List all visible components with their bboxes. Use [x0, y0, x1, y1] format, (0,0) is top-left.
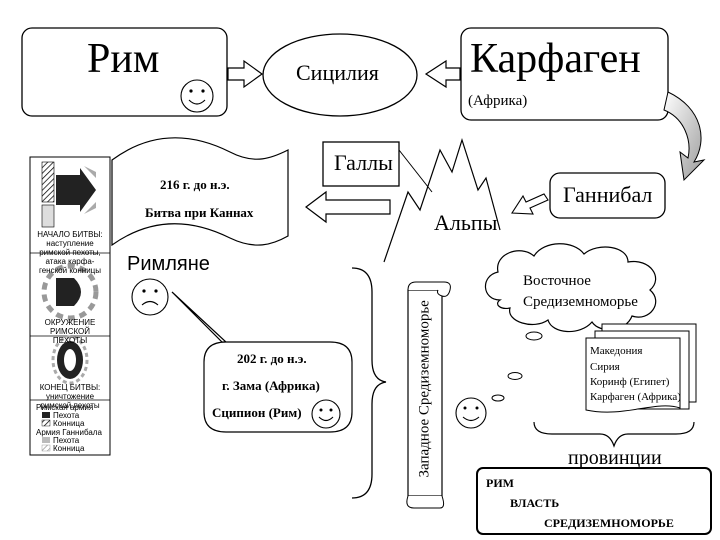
east-med-line1: Восточное	[523, 273, 591, 289]
sad-face-romans-icon	[131, 278, 169, 316]
rome-box	[21, 27, 228, 117]
battle-start-caption: НАЧАЛО БИТВЫ: наступление римской пехоты…	[37, 230, 103, 275]
east-cloud	[484, 243, 657, 333]
zama-place: г. Зама (Африка)	[222, 378, 320, 393]
gauls-box	[322, 141, 400, 187]
summary-box	[476, 467, 712, 535]
romans-label: Римляне	[127, 253, 210, 275]
cannae-year: 216 г. до н.э.	[160, 177, 230, 192]
smiley-rome-icon	[180, 79, 214, 113]
cloud-dot-3	[491, 394, 505, 402]
west-med-label: Западное Средиземноморье	[416, 300, 433, 478]
alps-mountains	[383, 138, 501, 263]
carthage-title: Карфаген	[470, 36, 641, 82]
hannibal-label: Ганнибал	[563, 182, 653, 207]
carthage-box	[460, 27, 669, 121]
legend-hannibal-cavalry: Конница	[53, 444, 85, 453]
summary-line3: СРЕДИЗЕМНОМОРЬЕ	[544, 516, 674, 530]
provinces-label: провинции	[568, 447, 662, 469]
province-item: Карфаген (Африка)	[590, 391, 681, 403]
province-page-front	[585, 337, 681, 413]
legend-roman-army: Римская армия	[36, 403, 94, 412]
arrow-carthage-to-sicily	[424, 59, 461, 89]
legend-hannibal-infantry: Пехота	[53, 436, 80, 445]
summary-line1: РИМ	[486, 476, 514, 490]
east-med-line2: Средиземноморье	[523, 294, 638, 310]
province-item: Сирия	[590, 361, 620, 373]
cannae-banner	[111, 137, 289, 247]
cannae-event: Битва при Каннах	[145, 205, 254, 220]
smiley-scipio-icon	[311, 399, 341, 429]
legend-roman-infantry: Пехота	[53, 411, 80, 420]
battle-panel	[29, 156, 111, 456]
west-scroll	[406, 281, 451, 509]
zama-commander: Сципион (Рим)	[212, 405, 302, 420]
rome-title: Рим	[87, 36, 160, 82]
sicily-label: Сицилия	[296, 60, 379, 85]
gauls-pointer	[398, 149, 433, 193]
summary-line2: ВЛАСТЬ	[510, 496, 560, 510]
smiley-west-icon	[455, 397, 487, 429]
hannibal-box	[549, 172, 666, 219]
legend-roman-cavalry: Конница	[53, 419, 85, 428]
curved-arrow-carthage-hannibal	[663, 91, 706, 182]
cloud-dot-1	[525, 331, 543, 341]
province-item: Македония	[590, 345, 643, 357]
cloud-dot-2	[507, 372, 523, 380]
arrow-hannibal-to-alps	[511, 193, 549, 215]
west-brace	[351, 267, 387, 499]
province-item: Коринф (Египет)	[590, 376, 670, 388]
gauls-label: Галлы	[334, 150, 393, 175]
carthage-subtitle: (Африка)	[468, 93, 528, 109]
arrow-rome-to-sicily	[227, 59, 264, 89]
zama-year: 202 г. до н.э.	[237, 351, 307, 366]
zama-bubble	[171, 291, 353, 433]
legend-hannibal-army: Армия Ганнибала	[36, 428, 102, 437]
battle-encircle-caption: ОКРУЖЕНИЕ РИМСКОЙ ПЕХОТЫ	[44, 318, 96, 345]
provinces-brace	[533, 421, 695, 448]
alps-label: Альпы	[434, 210, 498, 235]
sicily-ellipse	[262, 33, 418, 117]
battle-end-caption: КОНЕЦ БИТВЫ: уничтожение римской пехоты	[39, 383, 101, 410]
arrow-alps-to-cannae	[305, 190, 391, 224]
